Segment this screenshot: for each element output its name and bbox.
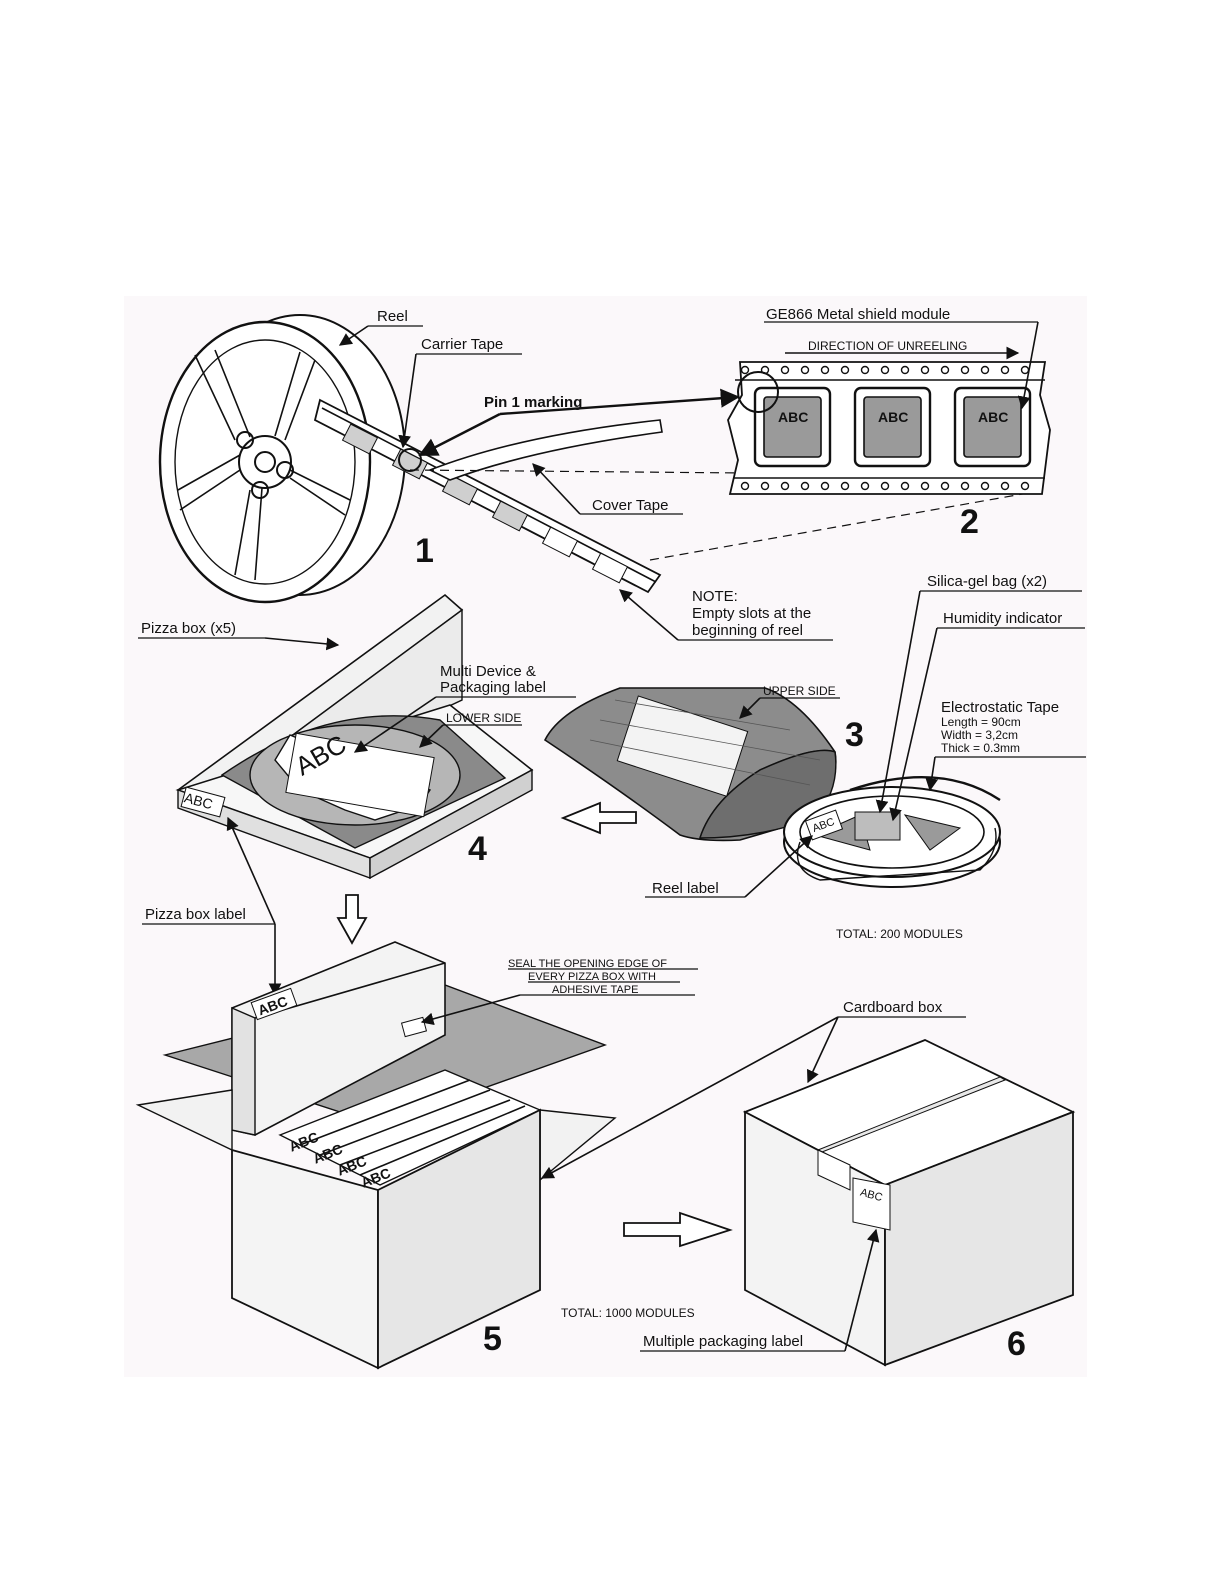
label-multi-device-l1: Multi Device & [440, 663, 536, 680]
zoom-line-bottom [649, 489, 1046, 561]
pizza-box-drawing [175, 593, 534, 880]
pizza-box-side-abc: ABC [183, 789, 215, 812]
reel-drawing [158, 314, 406, 604]
label-multiple-packaging: Multiple packaging label [643, 1333, 803, 1350]
label-cardboard-box: Cardboard box [843, 999, 943, 1016]
label-note-line3: beginning of reel [692, 622, 803, 639]
label-silica-gel: Silica-gel bag (x2) [927, 573, 1047, 590]
step-number-6: 6 [1007, 1325, 1026, 1363]
label-pizza-box: Pizza box (x5) [141, 620, 236, 637]
module-1-label: ABC [778, 409, 808, 425]
label-cover-tape: Cover Tape [592, 497, 668, 514]
step-number-3: 3 [845, 716, 864, 754]
label-multi-device-l2: Packaging label [440, 679, 546, 696]
arrow-4-to-5 [336, 894, 368, 945]
label-seal-l3: ADHESIVE TAPE [552, 984, 638, 996]
label-electrostatic-tape: Electrostatic Tape [941, 699, 1059, 716]
label-total-200: TOTAL: 200 MODULES [836, 927, 963, 941]
label-seal-l1: SEAL THE OPENING EDGE OF [508, 958, 667, 970]
step-number-4: 4 [468, 830, 487, 868]
arrow-3-to-4 [560, 801, 637, 835]
label-reel: Reel [377, 308, 408, 325]
arrow-5-to-6 [623, 1211, 733, 1248]
step-number-1: 1 [415, 532, 434, 570]
label-humidity-indicator: Humidity indicator [943, 610, 1062, 627]
module-3-label: ABC [978, 409, 1008, 425]
label-pin1-marking: Pin 1 marking [484, 394, 582, 411]
label-total-1000: TOTAL: 1000 MODULES [561, 1306, 695, 1320]
label-module: GE866 Metal shield module [766, 306, 950, 323]
label-reel-label: Reel label [652, 880, 719, 897]
label-seal-l2: EVERY PIZZA BOX WITH [528, 971, 656, 983]
tape-detail-drawing [727, 361, 1051, 495]
label-tape-thick: Thick = 0.3mm [941, 741, 1020, 755]
label-tape-length: Length = 90cm [941, 715, 1021, 729]
step-number-5: 5 [483, 1320, 502, 1358]
label-note-title: NOTE: [692, 588, 738, 605]
carton-label-abc: ABC [859, 1187, 884, 1204]
small-reel-drawing [783, 776, 1001, 888]
moisture-barrier-bag [543, 687, 837, 842]
module-2-label: ABC [878, 409, 908, 425]
closed-carton-drawing [742, 1039, 1076, 1367]
label-direction: DIRECTION OF UNREELING [808, 339, 967, 353]
label-upper-side: UPPER SIDE [763, 684, 836, 698]
label-carrier-tape: Carrier Tape [421, 336, 503, 353]
step-number-2: 2 [960, 503, 979, 541]
label-note-line2: Empty slots at the [692, 605, 811, 622]
zoom-line-top [409, 469, 746, 474]
label-pizza-box-label: Pizza box label [145, 906, 246, 923]
label-tape-width: Width = 3,2cm [941, 728, 1018, 742]
open-carton-drawing [135, 941, 617, 1370]
label-lower-side: LOWER SIDE [446, 711, 521, 725]
